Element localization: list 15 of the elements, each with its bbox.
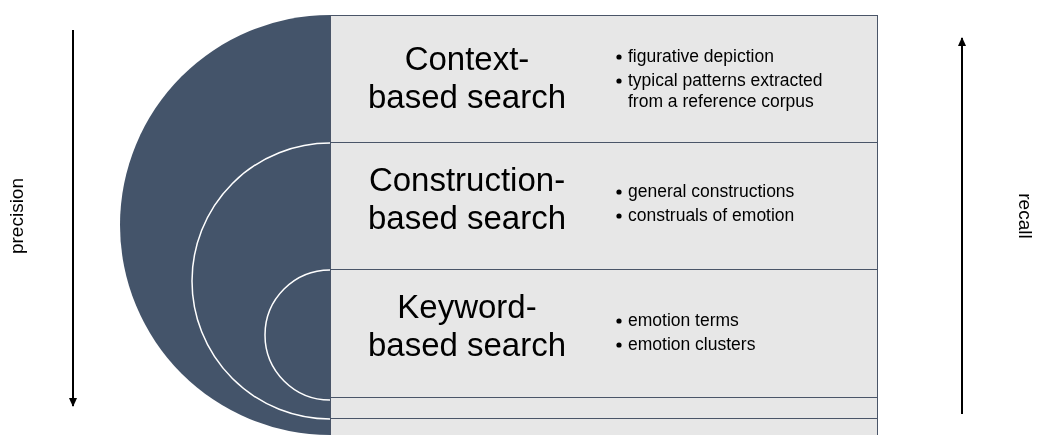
search-level-band — [330, 15, 878, 143]
axis-label: precision — [6, 177, 28, 256]
search-level-band — [330, 269, 878, 398]
level-title: Construction- based search — [366, 161, 568, 237]
level-title: Keyword- based search — [366, 288, 568, 364]
bullet-item: emotion terms — [628, 310, 740, 331]
bullet-item: general constructions — [628, 181, 796, 202]
axis-label: recall — [1014, 192, 1036, 241]
bullet-item: construals of emotion — [628, 205, 796, 226]
search-level-band — [330, 142, 878, 270]
empty-band — [330, 397, 878, 419]
bullet-item: emotion clusters — [628, 334, 757, 355]
bullet-item: figurative depiction — [628, 46, 775, 67]
bullet-item: typical patterns extracted from a reference corpus — [628, 70, 824, 112]
level-title: Context- based search — [366, 40, 568, 116]
